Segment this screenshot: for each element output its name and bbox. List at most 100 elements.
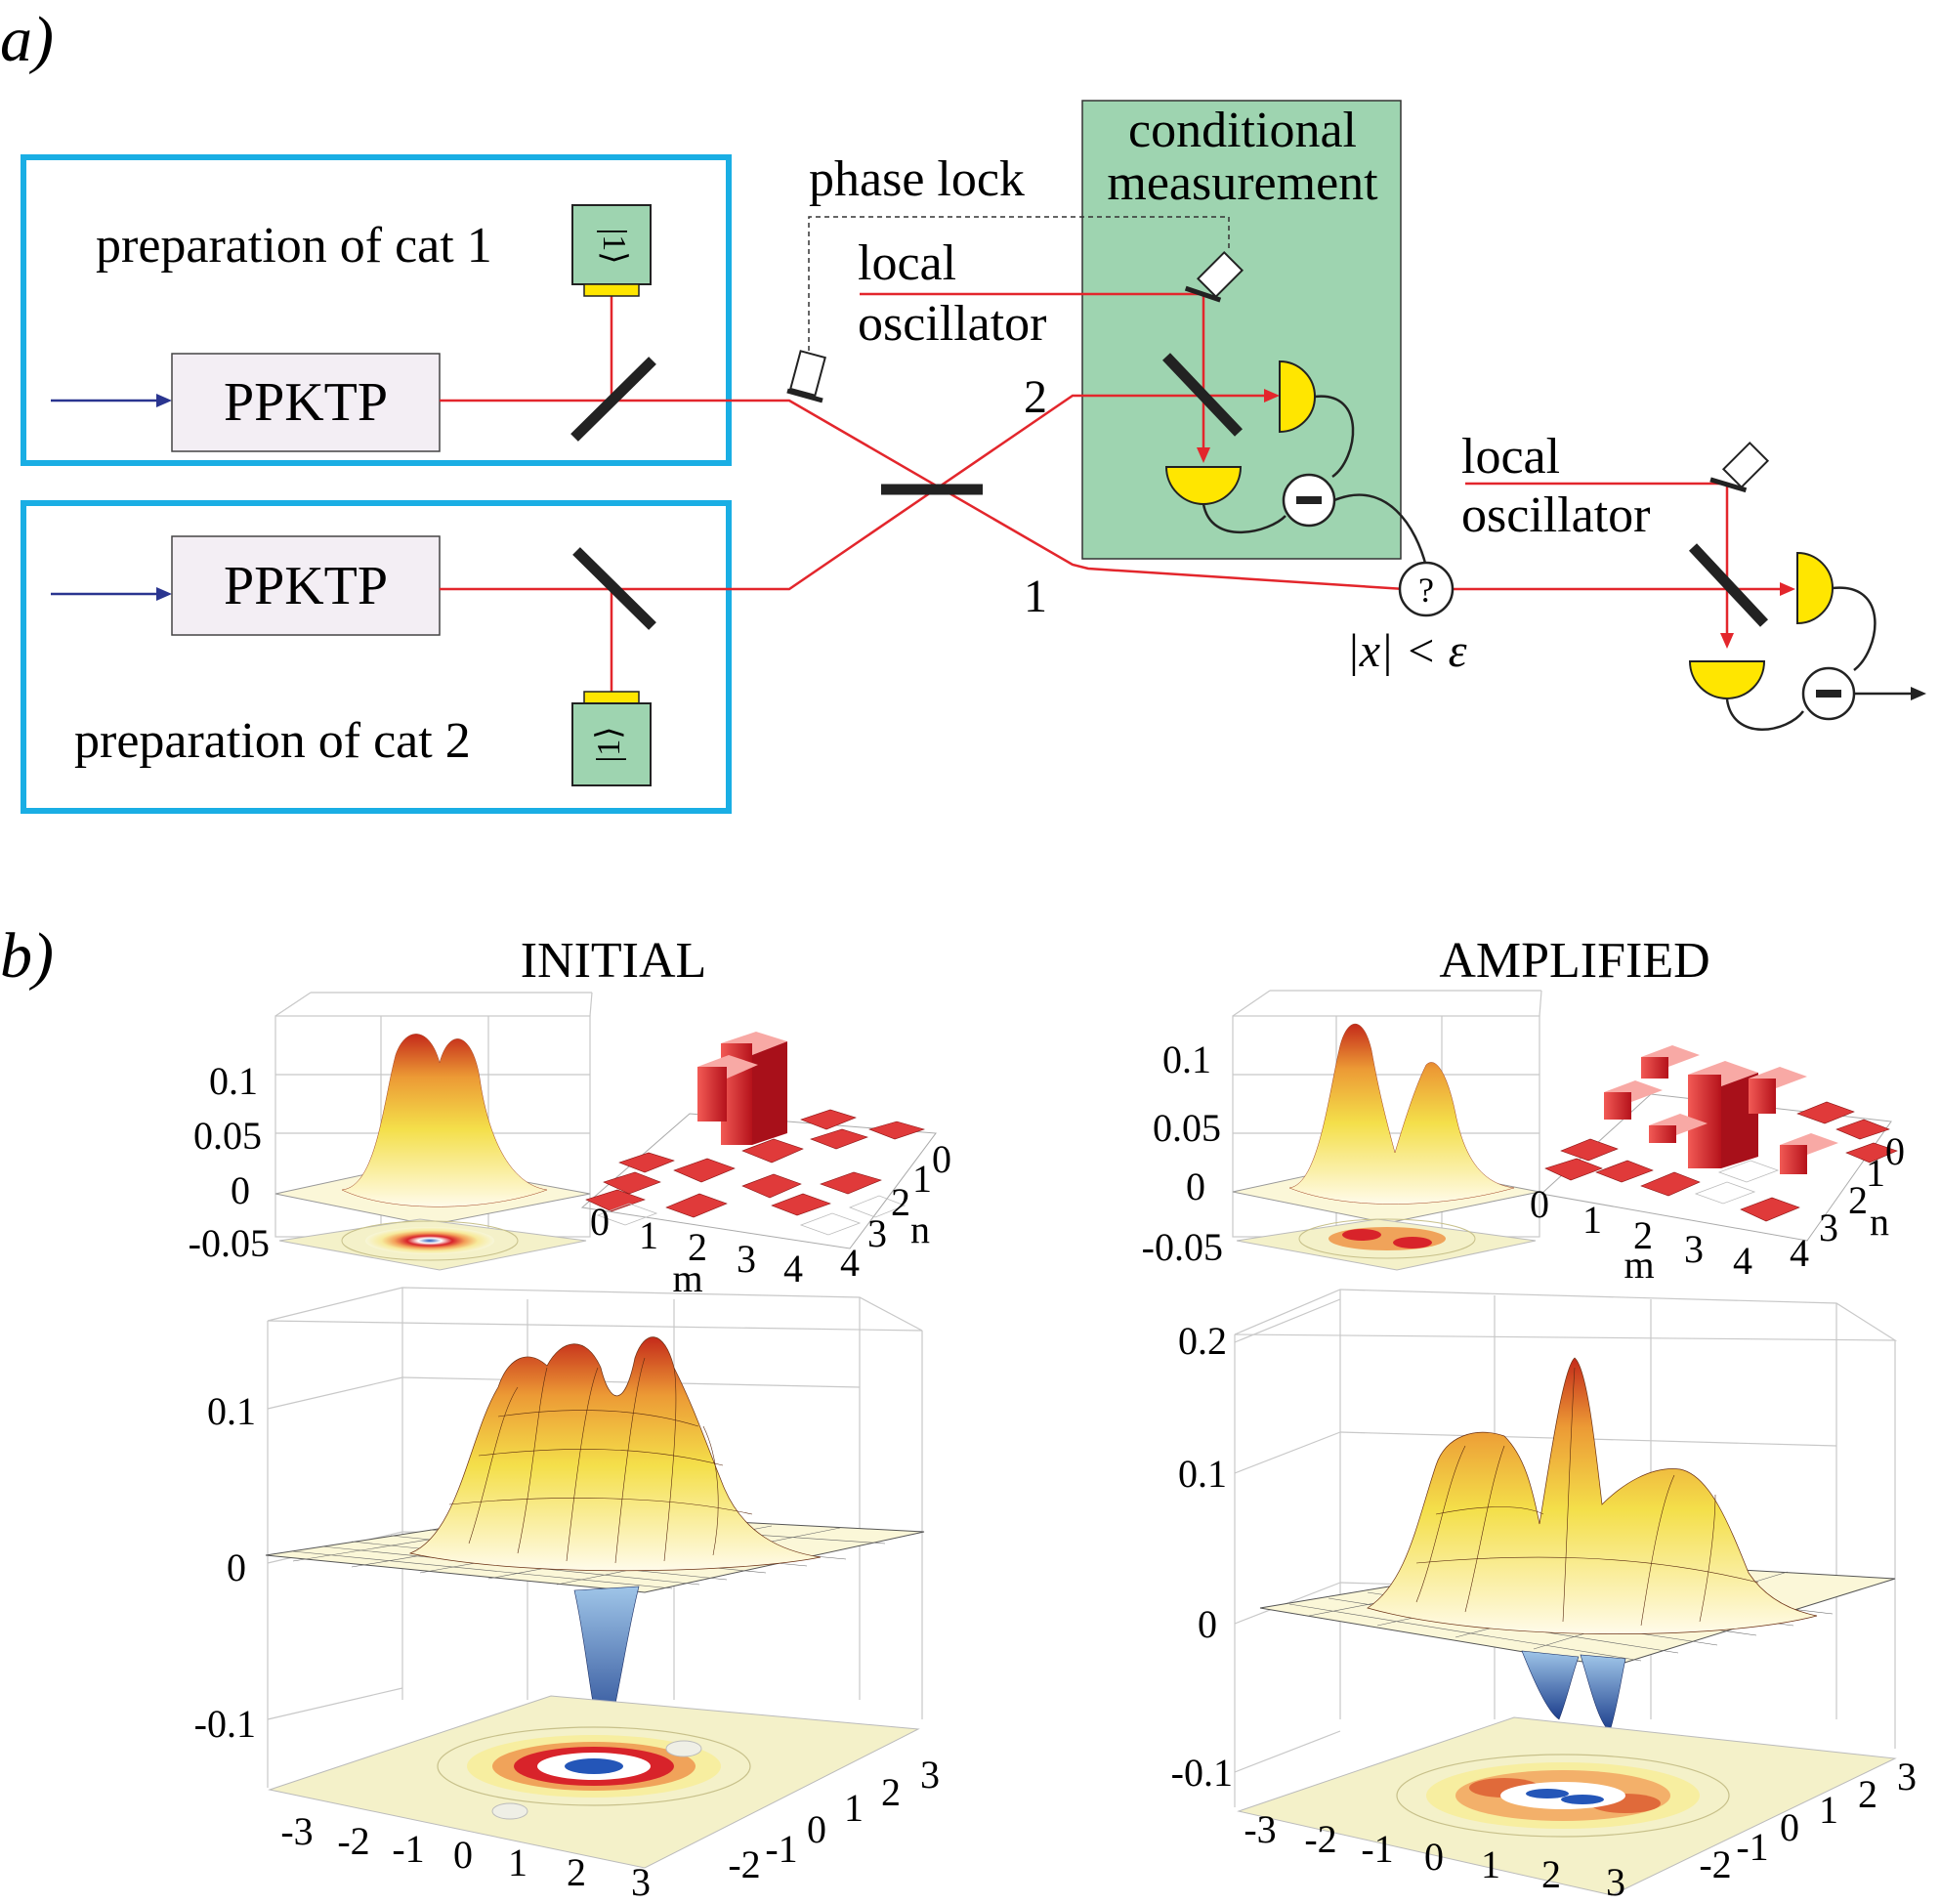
amplified-x-tick-1: -2	[1304, 1817, 1336, 1861]
initial-m-tick-2: 2	[688, 1225, 707, 1269]
initial-small-ticks: 0.1 0.05 0 -0.05	[189, 1059, 270, 1265]
initial-x-ticks: -3 -2 -1 0 1 2 3	[280, 1809, 651, 1904]
homodyne-photodiode-1	[1279, 360, 1316, 434]
initial-x-tick-1: -2	[337, 1819, 369, 1863]
ppktp-label-2: PPKTP	[224, 556, 388, 616]
amplified-m-tick-2: 2	[1633, 1213, 1653, 1257]
amplified-big-tick-2: 0	[1198, 1602, 1217, 1646]
panel-a-label: a)	[0, 4, 54, 75]
comparator-question: ?	[1418, 571, 1434, 610]
initial-x-tick-2: -1	[392, 1827, 424, 1871]
initial-x-tick-3: 0	[453, 1833, 473, 1877]
initial-bar-tall	[721, 1032, 787, 1145]
panel-b-label: b)	[0, 920, 54, 992]
subtractor-2	[1801, 666, 1856, 721]
photon-detector-cat1: |1⟩	[571, 204, 652, 297]
initial-y-tick-1: -1	[765, 1827, 797, 1871]
beamsplitter-cat2	[572, 547, 656, 630]
amplified-small-tick-1: 0.05	[1153, 1106, 1221, 1150]
initial-big-tick-1: 0	[227, 1545, 246, 1589]
initial-y-tick-3: 1	[844, 1786, 864, 1830]
amplified-y-ticks: -2 -1 0 1 2 3	[1699, 1755, 1917, 1886]
subtractor-1	[1282, 473, 1336, 528]
initial-flat-bars	[585, 1109, 926, 1218]
initial-y-ticks: -2 -1 0 1 2 3	[728, 1753, 940, 1886]
amplified-x-tick-3: 0	[1424, 1835, 1444, 1879]
amplified-small-tick-3: -0.05	[1142, 1225, 1223, 1269]
electronic-wires	[1202, 395, 1913, 731]
amplified-density-matrix	[1539, 1045, 1898, 1242]
beamsplitter-conditional	[1162, 353, 1243, 437]
initial-x-tick-5: 2	[567, 1850, 586, 1894]
amplified-small-ticks: 0.1 0.05 0 -0.05	[1142, 1037, 1223, 1269]
amplified-y-tick-3: 1	[1819, 1788, 1838, 1832]
initial-y-tick-0: -2	[728, 1842, 760, 1886]
initial-m-label: m	[672, 1256, 702, 1300]
amplified-big-ticks: 0.2 0.1 0 -0.1	[1171, 1319, 1233, 1795]
amplified-small-tick-0: 0.1	[1162, 1037, 1211, 1081]
pump-arrow-1	[51, 394, 172, 407]
initial-n-tick-1: 1	[912, 1157, 932, 1201]
homodyne-photodiode-2	[1164, 466, 1243, 505]
amplified-bar-tall	[1688, 1061, 1758, 1168]
amplified-m-tick-3: 3	[1684, 1227, 1704, 1271]
amplified-x-tick-5: 2	[1541, 1852, 1561, 1896]
initial-small-tick-3: -0.05	[189, 1221, 270, 1265]
initial-density-ticks: 0 1 2 3 4 m 0 1 2 3 4 n	[590, 1137, 951, 1300]
lo-top-line1: local	[858, 235, 956, 291]
conditional-measurement-box	[1081, 100, 1402, 560]
amplified-y-tick-1: -1	[1736, 1825, 1768, 1869]
initial-bar-mid	[697, 1055, 758, 1121]
initial-n-tick-3: 3	[867, 1211, 887, 1255]
port-2-label: 2	[1024, 371, 1047, 423]
amplified-m-tick-0: 0	[1530, 1182, 1549, 1226]
amplified-x-tick-2: -1	[1361, 1827, 1393, 1871]
amplified-x-ticks: -3 -2 -1 0 1 2 3	[1244, 1807, 1625, 1904]
initial-x-tick-6: 3	[631, 1860, 651, 1904]
amplified-m-label: m	[1624, 1243, 1654, 1287]
amplified-y-tick-4: 2	[1858, 1772, 1877, 1816]
initial-n-tick-4: 4	[840, 1241, 860, 1285]
initial-small-tick-1: 0.05	[193, 1114, 262, 1158]
cond-line1: conditional	[1128, 103, 1357, 158]
lo-top-line2: oscillator	[858, 296, 1047, 352]
amplified-x-tick-4: 1	[1481, 1842, 1500, 1886]
amplified-n-label: n	[1870, 1200, 1889, 1244]
amplified-big-tick-0: 0.2	[1178, 1319, 1227, 1363]
initial-n-tick-0: 0	[932, 1137, 951, 1181]
amplified-small-wigner	[1232, 990, 1542, 1271]
initial-title: INITIAL	[521, 933, 707, 989]
amplified-m-tick-1: 1	[1582, 1198, 1602, 1242]
amplified-m-tick-4: 4	[1733, 1239, 1752, 1283]
ppktp-crystal-2	[171, 535, 441, 636]
amplified-big-tick-3: -0.1	[1171, 1751, 1233, 1795]
beamsplitter-final	[1688, 543, 1769, 627]
amplified-n-tick-2: 2	[1848, 1178, 1868, 1222]
amplified-x-tick-6: 3	[1606, 1860, 1625, 1904]
lo-right-line2: oscillator	[1461, 487, 1651, 543]
photon-detector-cat2: |1⟩	[571, 691, 652, 786]
initial-y-tick-2: 0	[807, 1807, 826, 1851]
amplified-n-tick-4: 4	[1790, 1231, 1809, 1275]
piezo-mirror-1	[786, 350, 826, 403]
beamsplitter-cat1	[570, 357, 656, 442]
piezo-mirror-2	[1184, 250, 1244, 303]
amplified-density-ticks: 0 1 2 3 4 m 0 1 2 3 4 n	[1530, 1129, 1905, 1287]
homodyne-photodiode-4	[1688, 660, 1766, 699]
initial-m-tick-4: 4	[783, 1247, 803, 1290]
cat1-frame	[21, 154, 732, 466]
cond-line2: measurement	[1107, 155, 1378, 211]
ppktp-label-1: PPKTP	[224, 372, 388, 433]
condition-label: |x| < ε	[1347, 625, 1467, 677]
amplified-n-tick-0: 0	[1885, 1129, 1905, 1173]
initial-n-label: n	[910, 1207, 930, 1251]
initial-small-wigner	[274, 992, 593, 1271]
amplified-big-wigner	[1234, 1289, 1898, 1896]
output-arrow	[1911, 687, 1926, 700]
amplified-flat-bars	[1544, 1101, 1898, 1222]
initial-y-tick-5: 3	[920, 1753, 940, 1797]
arrow-to-detector-b	[1197, 447, 1210, 463]
cat2-label: preparation of cat 2	[74, 713, 471, 769]
